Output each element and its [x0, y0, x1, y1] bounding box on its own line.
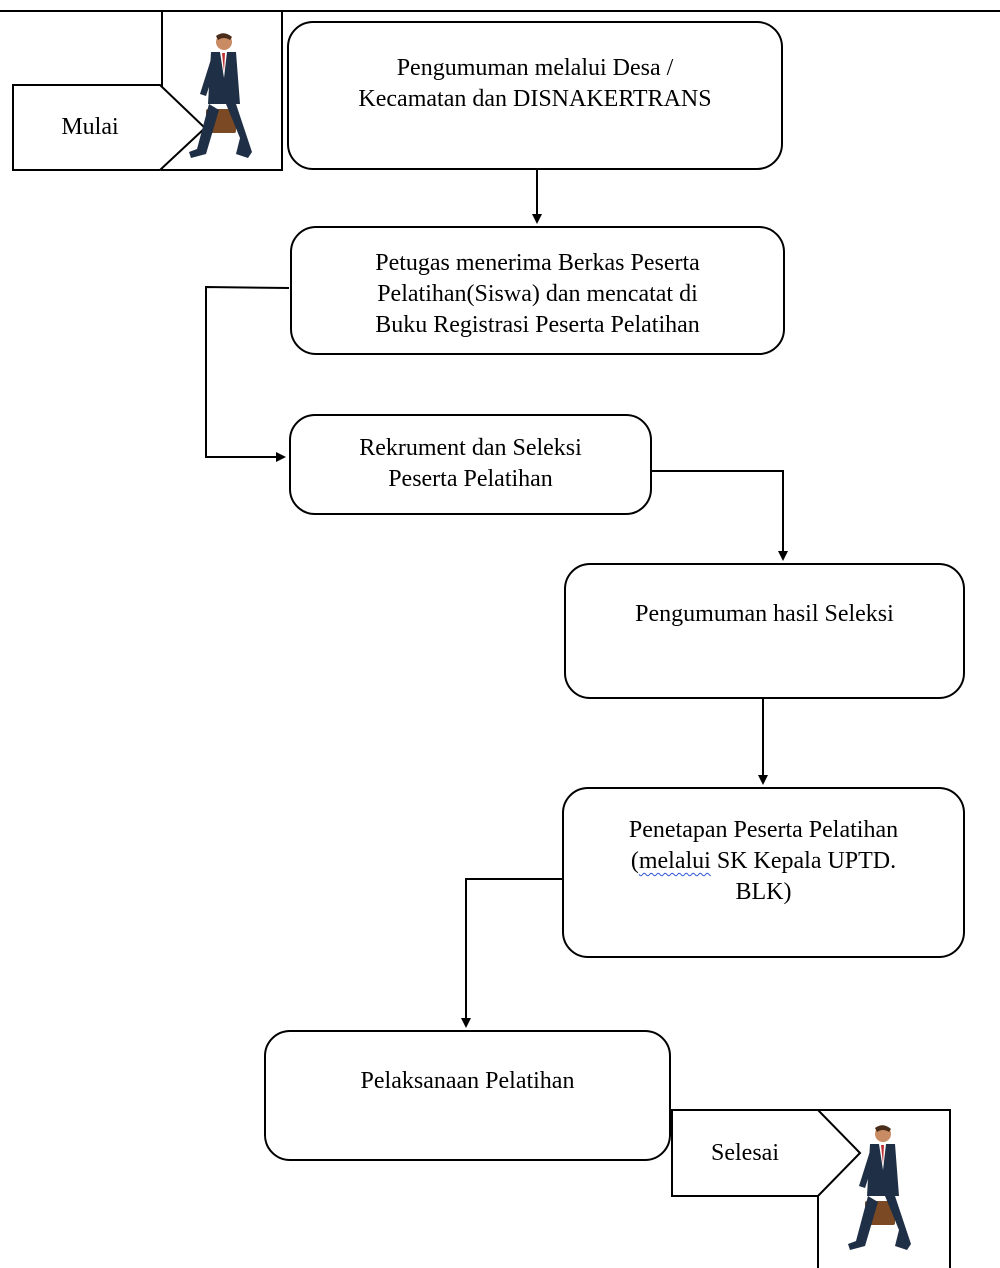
- line-rest: SK Kepala UPTD.: [710, 848, 897, 874]
- step-recruitment-selection: Rekrument dan Seleksi Peserta Pelatihan: [289, 414, 652, 515]
- step-receive-files: Petugas menerima Berkas Peserta Pelatiha…: [290, 226, 785, 355]
- step-text-line: (melalui SK Kepala UPTD.: [564, 846, 963, 877]
- step-selection-result: Pengumuman hasil Seleksi: [564, 563, 965, 699]
- step-text-line: Pelatihan(Siswa) dan mencatat di: [377, 281, 698, 307]
- start-label: Mulai: [61, 114, 119, 140]
- end-terminator: [671, 1109, 951, 1268]
- step-text-line: Pelaksanaan Pelatihan: [360, 1068, 575, 1094]
- step-announcement: Pengumuman melalui Desa / Kecamatan dan …: [287, 21, 783, 170]
- arrow-step3-step4: [652, 470, 788, 561]
- step-participant-determination: Penetapan Peserta Pelatihan (melalui SK …: [562, 787, 965, 958]
- end-label: Selesai: [711, 1140, 779, 1166]
- walking-businessman-icon: [189, 33, 252, 158]
- step-training-execution: Pelaksanaan Pelatihan: [264, 1030, 671, 1161]
- step-text-line: Buku Registrasi Peserta Pelatihan: [375, 312, 700, 338]
- arrow-step2-step3: [205, 285, 290, 462]
- step-text-line: Petugas menerima Berkas Peserta: [375, 250, 700, 276]
- spellcheck-underlined-word: melalui: [638, 848, 711, 874]
- step-text-line: Peserta Pelatihan: [388, 466, 553, 492]
- step-text-line: BLK): [735, 879, 792, 905]
- step-text-line: Pengumuman hasil Seleksi: [635, 601, 894, 627]
- step-text-line: Rekrument dan Seleksi: [359, 435, 582, 461]
- step-text-line: Pengumuman melalui Desa /: [396, 55, 674, 81]
- arrow-step5-step6: [461, 878, 562, 1028]
- paren-open: (: [630, 848, 639, 874]
- step-text-line: Penetapan Peserta Pelatihan: [628, 817, 899, 843]
- walking-businessman-icon: [848, 1125, 911, 1250]
- step-text-line: Kecamatan dan DISNAKERTRANS: [358, 86, 712, 112]
